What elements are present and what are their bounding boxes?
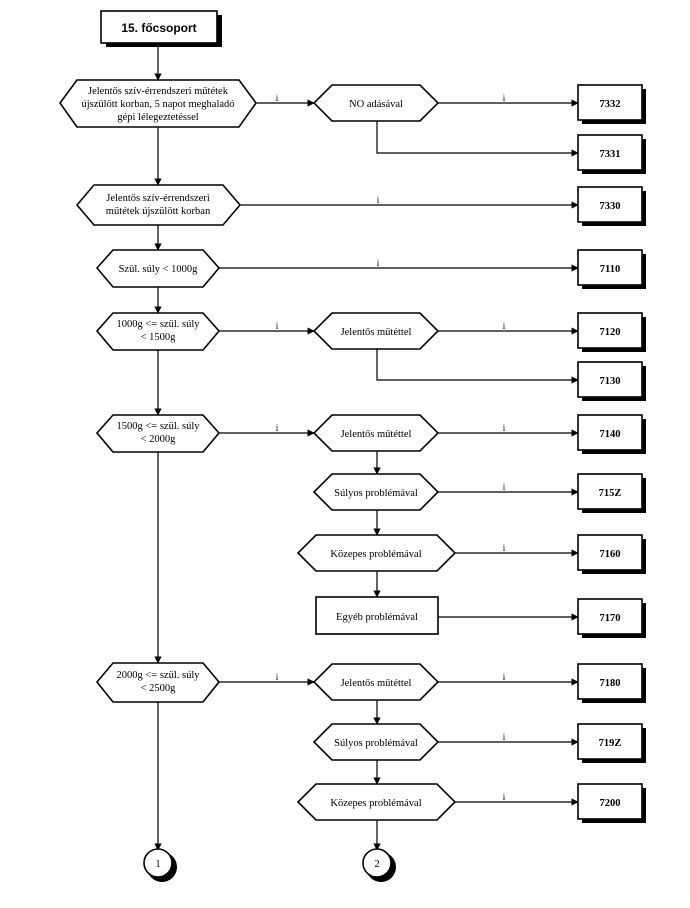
edge-label-yes: i	[503, 482, 506, 492]
subdecision-label: Súlyos problémával	[334, 738, 418, 749]
decision-d3: Szül. súly < 1000g	[95, 249, 221, 288]
code-box-7180: 7180	[577, 663, 646, 703]
code-box-7140: 7140	[577, 414, 646, 454]
subdecision-s7: Jelentős műtéttel	[312, 663, 440, 701]
connector-2: 2	[362, 848, 396, 882]
decision-label: Szül. súly < 1000g	[119, 264, 199, 275]
subdecision-label: Jelentős műtéttel	[341, 678, 412, 689]
code-label: 7180	[600, 678, 621, 689]
decision-d4: 1000g <= szül. súly < 1500g	[95, 312, 221, 351]
connector-lines	[154, 47, 579, 851]
decision-label: 2000g <= szül. súly	[116, 670, 200, 681]
decision-label: újszülött korban, 5 napot meghaladó	[81, 99, 234, 110]
code-box-7120: 7120	[577, 312, 646, 352]
subdecision-s4: Súlyos problémával	[312, 473, 440, 511]
connector-label: 1	[155, 859, 160, 870]
code-box-7110: 7110	[577, 249, 646, 289]
decision-label: 1500g <= szül. súly	[116, 421, 200, 432]
code-box-7332: 7332	[577, 84, 646, 124]
edge-label-yes: i	[276, 423, 279, 433]
code-box-7200: 7200	[577, 783, 646, 823]
decision-label: Jelentős szív-érrendszeri műtétek	[88, 86, 229, 97]
edge-label-yes: i	[503, 672, 506, 682]
edge-label-yes: i	[377, 195, 380, 205]
code-label: 7331	[600, 149, 621, 160]
edge-label-yes: i	[276, 672, 279, 682]
subdecision-label: Közepes problémával	[330, 798, 421, 809]
code-label: 7332	[600, 99, 621, 110]
subdecision-label: Súlyos problémával	[334, 488, 418, 499]
subdecision-label: Egyéb problémával	[336, 612, 418, 623]
code-box-7160: 7160	[577, 534, 646, 574]
code-box-7330: 7330	[577, 186, 646, 226]
decision-label: 1000g <= szül. súly	[116, 319, 200, 330]
code-label: 7170	[600, 613, 621, 624]
code-box-7170: 7170	[577, 598, 646, 638]
subdecision-s9: Közepes problémával	[296, 783, 457, 821]
subdecision-label: Jelentős műtéttel	[341, 327, 412, 338]
decision-label: Jelentős szív-érrendszeri	[106, 193, 210, 204]
decision-label: < 2000g	[141, 434, 177, 445]
edge-label-yes: i	[503, 732, 506, 742]
code-label: 7110	[600, 264, 620, 275]
code-label: 7200	[600, 798, 621, 809]
code-box-7130: 7130	[577, 361, 646, 401]
code-label: 7160	[600, 549, 621, 560]
edge-label-yes: i	[276, 93, 279, 103]
edge-label-yes: i	[276, 321, 279, 331]
decision-label: gépi lélegeztetéssel	[117, 112, 198, 123]
edge-labels: i i i i i i i i i i i i i i	[276, 93, 506, 802]
code-label: 719Z	[599, 738, 622, 749]
subdecision-s1: NO adásával	[312, 84, 440, 122]
subdecision-s3: Jelentős műtéttel	[312, 414, 440, 452]
subdecision-s5: Közepes problémával	[296, 534, 457, 572]
decision-d2: Jelentős szív-érrendszeri műtétek újszül…	[75, 184, 242, 226]
edge-label-yes: i	[503, 543, 506, 553]
decision-label: műtétek újszülött korban	[106, 206, 211, 217]
subdecision-label: Jelentős műtéttel	[341, 429, 412, 440]
code-box-7331: 7331	[577, 134, 646, 174]
subdecision-label: Közepes problémával	[330, 549, 421, 560]
code-label: 7120	[600, 327, 621, 338]
connector-label: 2	[374, 859, 379, 870]
decision-d5: 1500g <= szül. súly < 2000g	[95, 414, 221, 453]
code-label: 7140	[600, 429, 621, 440]
subdecision-label: NO adásával	[349, 99, 403, 110]
edge-label-yes: i	[503, 792, 506, 802]
title-text: 15. főcsoport	[121, 21, 196, 35]
decision-label: < 1500g	[141, 332, 177, 343]
code-label: 7130	[600, 376, 621, 387]
code-box-715Z: 715Z	[577, 473, 646, 513]
code-label: 7330	[600, 201, 621, 212]
subdecision-s6: Egyéb problémával	[315, 596, 439, 635]
decision-label: < 2500g	[141, 683, 177, 694]
code-box-719Z: 719Z	[577, 723, 646, 763]
subdecision-s2: Jelentős műtéttel	[312, 312, 440, 350]
edge-label-yes: i	[503, 93, 506, 103]
decision-d6: 2000g <= szül. súly < 2500g	[95, 662, 221, 703]
subdecision-s8: Súlyos problémával	[312, 723, 440, 761]
edge-label-yes: i	[377, 258, 380, 268]
connector-1: 1	[143, 848, 177, 882]
edge-label-yes: i	[503, 423, 506, 433]
code-label: 715Z	[599, 488, 622, 499]
title-box: 15. főcsoport	[100, 10, 222, 47]
edge-label-yes: i	[503, 321, 506, 331]
decision-d1: Jelentős szív-érrendszeri műtétek újszül…	[59, 79, 257, 128]
